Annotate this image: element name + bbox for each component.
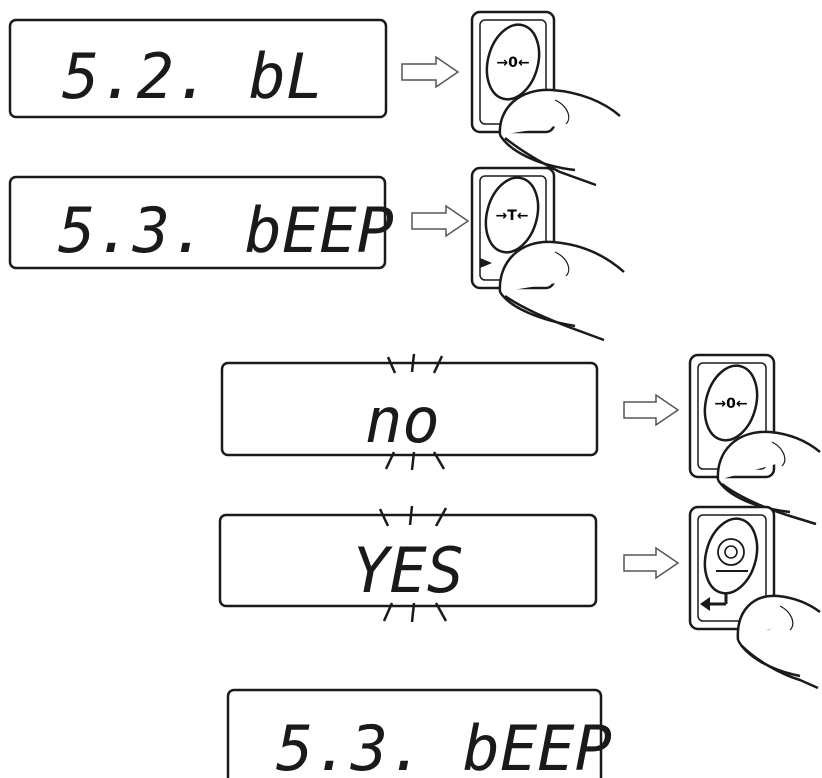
enter-arrow-icon bbox=[700, 594, 728, 611]
finger-3 bbox=[716, 430, 821, 526]
finger-1 bbox=[498, 88, 621, 187]
lcd-display-3-text: no bbox=[365, 384, 440, 457]
zero-button-1-label: →0← bbox=[496, 55, 529, 71]
tare-button-label: →T← bbox=[495, 208, 528, 224]
finger-4 bbox=[736, 594, 821, 690]
finger-2 bbox=[498, 240, 625, 342]
lcd-display-3: no bbox=[220, 353, 599, 471]
print-enter-button-icon bbox=[716, 538, 748, 572]
lcd-display-5: 5.3. bEEP bbox=[226, 688, 612, 778]
lcd-display-4-text: YES bbox=[352, 534, 464, 607]
blink-indicator-top bbox=[386, 353, 444, 374]
blink-indicator-bottom bbox=[382, 602, 448, 623]
zero-button-icon bbox=[485, 23, 541, 101]
lcd-display-4: YES bbox=[218, 505, 598, 623]
print-enter-button[interactable] bbox=[688, 505, 776, 631]
lcd-display-1: 5.2. bL bbox=[8, 18, 388, 119]
lcd-display-2: 5.3. bEEP bbox=[8, 175, 394, 270]
flow-arrow-3 bbox=[623, 393, 680, 427]
tare-button-icon bbox=[484, 176, 540, 254]
flow-arrow-4 bbox=[623, 546, 680, 580]
blink-indicator-top bbox=[378, 505, 448, 527]
blink-indicator-bottom bbox=[384, 451, 446, 471]
zero-button-icon bbox=[703, 364, 759, 442]
zero-button-2-label: →0← bbox=[714, 396, 747, 412]
flow-arrow-1 bbox=[401, 55, 460, 89]
small-arrow-icon bbox=[480, 258, 492, 268]
flow-arrow-2 bbox=[411, 204, 470, 238]
lcd-display-5-text: 5.3. bEEP bbox=[276, 712, 612, 778]
lcd-display-1-text: 5.2. bL bbox=[62, 40, 323, 113]
lcd-display-2-text: 5.3. bEEP bbox=[58, 194, 394, 267]
